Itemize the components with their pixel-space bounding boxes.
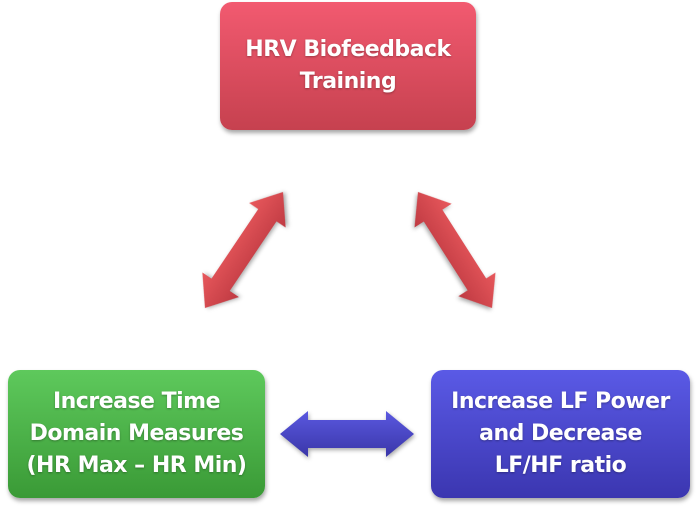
node-text: HRV Biofeedback [245,37,451,62]
node-text: Increase Time [52,389,221,414]
node-text: LF/HF ratio [494,453,627,478]
arrow-shape [280,411,414,457]
node-text: (HR Max – HR Min) [26,453,247,478]
node-text: and Decrease [479,421,642,446]
node-text: Training [299,69,397,94]
node-text: Increase LF Power [451,389,670,414]
node-text: Domain Measures [29,421,244,446]
arrow-shape [414,192,496,308]
double-arrow-top-left [202,191,286,308]
double-arrow-bottom [280,411,414,457]
double-arrow-top-right [414,192,496,308]
arrow-shape [202,191,286,308]
